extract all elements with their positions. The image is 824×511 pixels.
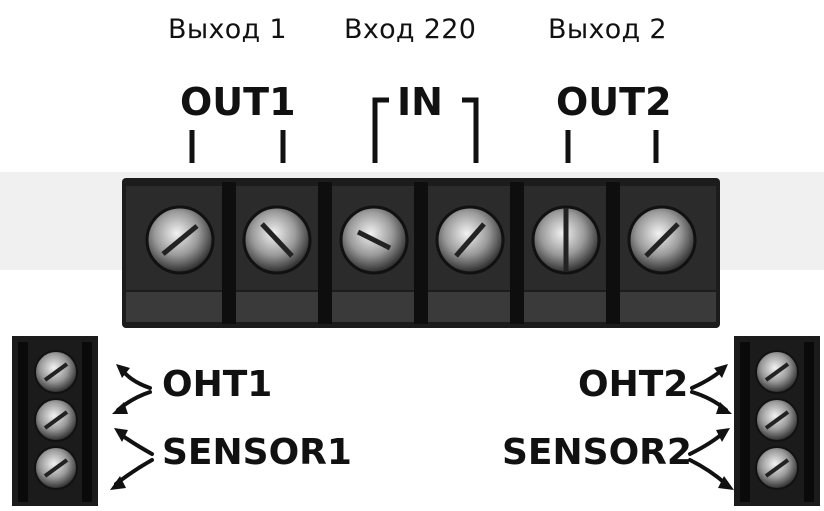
in-label: IN	[397, 80, 443, 124]
terminal-screw	[242, 205, 312, 275]
terminal-screw	[755, 398, 799, 442]
terminal-screw	[34, 350, 78, 394]
output1-russian-label: Выход 1	[168, 14, 287, 45]
oht1-label: OHT1	[162, 364, 273, 405]
out2-label: OUT2	[556, 80, 672, 124]
oht2-label: OHT2	[578, 364, 689, 405]
terminal-pointer-lines	[189, 97, 659, 163]
arrowheads	[110, 364, 130, 490]
input220-russian-label: Вход 220	[344, 14, 477, 45]
arrowheads	[714, 364, 734, 490]
terminal-screw	[755, 446, 799, 490]
terminal-screw	[435, 205, 505, 275]
sensor1-label: SENSOR1	[162, 432, 352, 473]
terminal-screw	[755, 350, 799, 394]
out1-label: OUT1	[180, 80, 296, 124]
sensor2-label: SENSOR2	[502, 432, 692, 473]
left-pointer-arrows	[114, 368, 154, 486]
terminal-screw	[145, 205, 215, 275]
terminal-screw	[34, 446, 78, 490]
terminal-screw	[339, 205, 409, 275]
output2-russian-label: Выход 2	[548, 14, 667, 45]
right-pointer-arrows	[688, 368, 728, 486]
terminal-screw	[34, 398, 78, 442]
terminal-screw	[627, 205, 697, 275]
terminal-screw	[531, 205, 601, 275]
